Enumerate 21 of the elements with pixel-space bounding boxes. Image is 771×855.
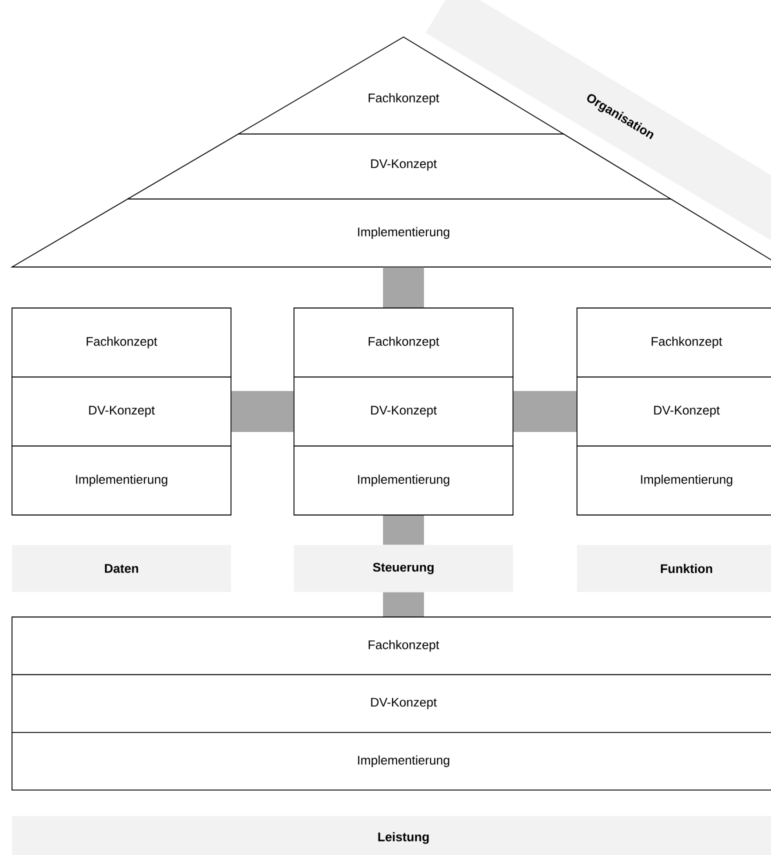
view-label: Funktion: [577, 545, 771, 592]
view-label: Steuerung: [294, 545, 513, 592]
layer-box: Implementierung: [12, 446, 232, 516]
layer-box: DV-Konzept: [12, 376, 232, 446]
layer-box: Fachkonzept: [576, 308, 771, 378]
layer-box: Implementierung: [294, 446, 514, 516]
layer-box: DV-Konzept: [294, 376, 514, 446]
connector-bar: [383, 592, 424, 617]
layer-box: Fachkonzept: [12, 308, 232, 378]
connector-bar: [231, 391, 294, 432]
layer-box: Implementierung: [12, 732, 771, 791]
layer-box: Implementierung: [576, 446, 771, 516]
view-label: Leistung: [12, 816, 771, 855]
connector-bar: [383, 515, 424, 545]
layer-box: DV-Konzept: [576, 376, 771, 446]
layer-box: DV-Konzept: [12, 674, 771, 733]
layer-box: Fachkonzept: [294, 308, 514, 378]
layer-box: Fachkonzept: [12, 616, 771, 676]
view-label: Daten: [12, 545, 231, 592]
connector-bar: [513, 391, 577, 432]
connector-bar: [383, 267, 424, 308]
